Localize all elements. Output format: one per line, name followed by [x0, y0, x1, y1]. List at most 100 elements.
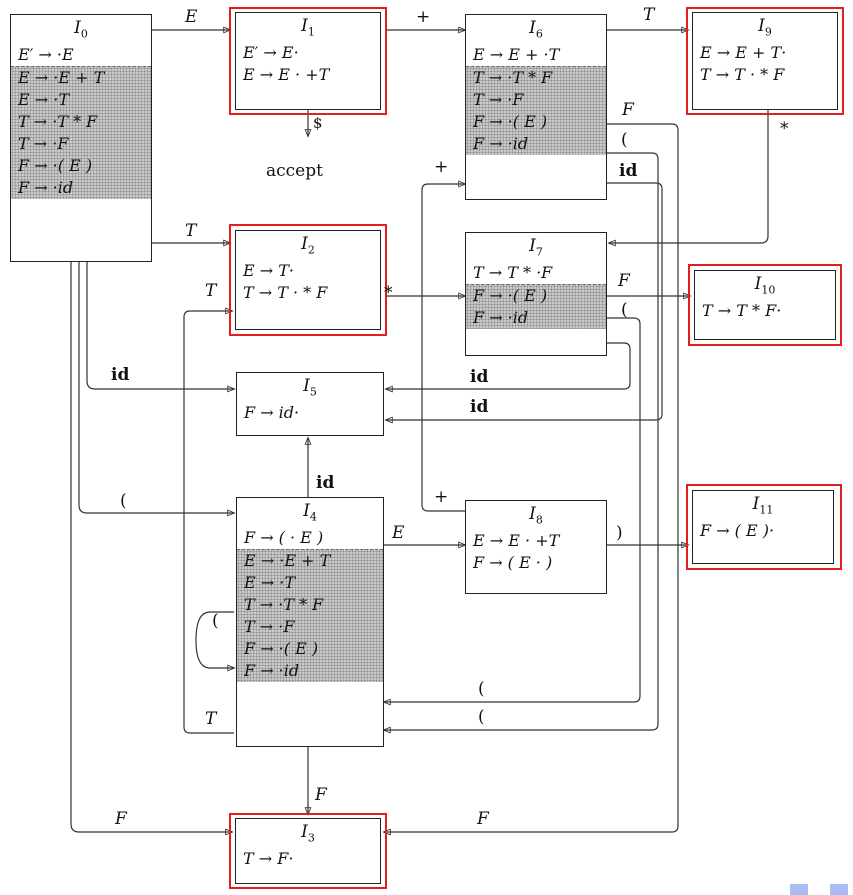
state-i0-item: E → ·E + T — [18, 68, 105, 88]
edge-label-f: F — [315, 785, 327, 805]
state-i1: I1 E′ → E· E → E · +T — [235, 12, 381, 110]
state-i8: I8 E → E · +T F → ( E · ) — [465, 500, 607, 594]
state-i5-title: I5 — [303, 376, 317, 399]
state-i2-item: E → T· — [243, 261, 295, 281]
edge-i7-i5 — [386, 342, 631, 389]
edge-label-id: id — [316, 473, 335, 493]
edge-label-lparen: ( — [621, 300, 628, 320]
state-i6-kernel-item: E → E + ·T — [473, 45, 560, 65]
accept-label: accept — [266, 161, 323, 181]
corner-mark — [790, 884, 808, 895]
state-i11-title: I11 — [752, 494, 774, 517]
state-i5: I5 F → id· — [236, 372, 384, 436]
state-i3: I3 T → F· — [235, 818, 381, 884]
edge-label-lparen: ( — [120, 491, 127, 511]
edge-label-rparen: ) — [616, 523, 623, 543]
edge-label-plus: + — [434, 487, 449, 507]
state-i2: I2 E → T· T → T · * F — [235, 230, 381, 330]
state-i4-title: I4 — [303, 501, 317, 524]
corner-mark — [830, 884, 848, 895]
state-i3-item: T → F· — [243, 849, 294, 869]
edge-label-id: id — [470, 367, 489, 387]
edge-label-e: E — [185, 7, 198, 27]
edge-label-lparen: ( — [478, 707, 485, 727]
state-i7-kernel-item: T → T * ·F — [473, 263, 553, 283]
state-i11-item: F → ( E )· — [700, 521, 775, 541]
state-i1-item: E′ → E· — [243, 43, 299, 63]
state-i6-closure: T → ·T * F T → ·F F → ·( E ) F → ·id — [466, 66, 606, 156]
state-i3-title: I3 — [301, 822, 315, 845]
state-i0-closure: E → ·E + T E → ·T T → ·T * F T → ·F F → … — [11, 66, 151, 200]
state-i1-item: E → E · +T — [243, 65, 330, 85]
state-i10-item: T → T * F· — [702, 301, 782, 321]
state-i6-title: I6 — [529, 18, 543, 41]
state-i0-item: F → ·id — [18, 178, 74, 198]
edge-i8-i6 — [421, 184, 465, 512]
edge-label-plus: + — [416, 7, 431, 27]
edge-label-e: E — [392, 523, 405, 543]
edge-i6-i4 — [384, 152, 659, 730]
state-i7-item: F → ·id — [473, 308, 529, 328]
state-i0-kernel-item: E′ → ·E — [18, 45, 74, 65]
state-i6: I6 E → E + ·T T → ·T * F T → ·F F → ·( E… — [465, 14, 607, 200]
state-i10: I10 T → T * F· — [694, 270, 836, 340]
edge-i0-i5 — [86, 262, 234, 389]
accept-dollar-label: $ — [313, 114, 323, 132]
state-i9: I9 E → E + T· T → T · * F — [692, 12, 838, 110]
edge-i4-self-loop — [195, 611, 234, 668]
state-i11: I11 F → ( E )· — [692, 490, 834, 564]
edge-label-f: F — [622, 100, 634, 120]
state-i0: I0 E′ → ·E E → ·E + T E → ·T T → ·T * F … — [10, 14, 152, 262]
edge-i7-i4 — [384, 317, 641, 702]
edge-label-f: F — [477, 809, 489, 829]
state-i4-item: T → ·F — [244, 617, 295, 637]
state-i7-title: I7 — [529, 236, 543, 259]
edge-label-lparen: ( — [621, 130, 628, 150]
state-i4-item: T → ·T * F — [244, 595, 324, 615]
state-i1-title: I1 — [301, 16, 315, 39]
state-i7-item: F → ·( E ) — [473, 286, 548, 306]
edge-i0-i4 — [78, 262, 234, 513]
state-i4: I4 F → ( · E ) E → ·E + T E → ·T T → ·T … — [236, 497, 384, 747]
edge-label-plus: + — [434, 157, 449, 177]
state-i8-title: I8 — [529, 504, 543, 527]
state-i8-item: E → E · +T — [473, 531, 560, 551]
state-i4-closure: E → ·E + T E → ·T T → ·T * F T → ·F F → … — [237, 549, 383, 683]
state-i6-item: F → ·( E ) — [473, 112, 548, 132]
state-i9-title: I9 — [758, 16, 772, 39]
state-i5-item: F → id· — [244, 403, 300, 423]
state-i4-item: F → ·( E ) — [244, 639, 319, 659]
edge-label-lparen: ( — [478, 679, 485, 699]
edge-label-t: T — [643, 5, 655, 25]
state-i2-title: I2 — [301, 234, 315, 257]
edge-label-id: id — [619, 161, 638, 181]
edge-label-t: T — [205, 709, 217, 729]
edge-label-t: T — [205, 281, 217, 301]
edge-label-t: T — [185, 221, 197, 241]
edge-i4-i2 — [183, 311, 234, 734]
state-i7: I7 T → T * ·F F → ·( E ) F → ·id — [465, 232, 607, 356]
edge-i9-i7 — [609, 110, 769, 243]
state-i2-item: T → T · * F — [243, 283, 328, 303]
state-i0-title: I0 — [74, 18, 88, 41]
edge-i6-i3 — [384, 123, 679, 832]
state-i0-item: T → ·T * F — [18, 112, 98, 132]
state-i8-item: F → ( E · ) — [473, 553, 553, 573]
edge-label-f: F — [115, 809, 127, 829]
edge-i0-i3 — [70, 262, 232, 832]
edge-label-star: * — [384, 283, 393, 303]
state-i0-item: T → ·F — [18, 134, 69, 154]
state-i9-item: T → T · * F — [700, 65, 785, 85]
state-i6-item: T → ·F — [473, 90, 524, 110]
state-i4-item: E → ·T — [244, 573, 296, 593]
state-i6-item: T → ·T * F — [473, 68, 553, 88]
edge-label-id: id — [111, 365, 130, 385]
edge-label-f: F — [618, 271, 630, 291]
edge-label-lparen: ( — [212, 611, 219, 631]
edge-i6-i5 — [386, 182, 663, 420]
edge-label-id: id — [470, 397, 489, 417]
state-i0-item: E → ·T — [18, 90, 70, 110]
state-i4-item: E → ·E + T — [244, 551, 331, 571]
